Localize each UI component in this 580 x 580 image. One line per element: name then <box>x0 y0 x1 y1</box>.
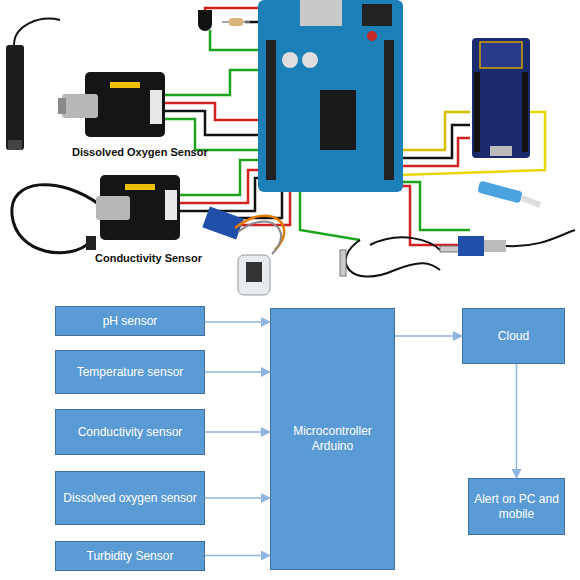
illustration-part <box>302 52 318 68</box>
part-label: Conductivity Sensor <box>95 252 202 264</box>
illustration-part <box>480 42 522 68</box>
turbidity-module <box>202 207 284 295</box>
text-wrap: Turbidity Sensor <box>83 547 178 566</box>
sensor-box: Temperature sensor <box>55 350 205 394</box>
process-box: Microcontroller Arduino <box>270 308 395 570</box>
illustration-part <box>266 40 276 180</box>
box-label: Alert on PC and mobile <box>469 490 564 524</box>
temperature-chip <box>198 10 212 31</box>
illustration-part <box>165 119 272 150</box>
illustration-part <box>14 19 60 45</box>
illustration-part <box>165 70 272 95</box>
illustration-part <box>472 38 530 158</box>
illustration-part <box>370 237 440 250</box>
do-probe <box>6 19 60 150</box>
ph-module <box>458 181 575 256</box>
illustration-part <box>125 184 155 190</box>
arrow-connector <box>205 497 270 499</box>
illustration-part <box>202 207 243 240</box>
nodemcu-board <box>472 38 530 158</box>
illustration-part <box>62 94 98 118</box>
illustration-part <box>165 190 177 220</box>
box-label: Temperature sensor <box>73 363 188 382</box>
wires <box>165 0 545 245</box>
illustration-part <box>477 181 523 204</box>
box-label: pH sensor <box>99 312 162 331</box>
illustration-part <box>367 31 377 41</box>
illustration-part <box>6 45 24 150</box>
illustration-part <box>238 190 282 218</box>
illustration-part <box>210 30 262 50</box>
conductivity-board <box>96 175 180 240</box>
do-board <box>58 72 165 137</box>
sensor-box: pH sensor <box>55 306 205 336</box>
text-wrap: pH sensor <box>99 312 162 331</box>
illustration-part <box>400 112 470 150</box>
illustration-part <box>235 216 284 250</box>
sensor-box: Dissolved oxygen sensor <box>55 471 205 525</box>
process-box: Cloud <box>462 308 565 364</box>
illustration-part <box>58 98 66 114</box>
process-box: Alert on PC and mobile <box>468 478 565 535</box>
illustration-part <box>300 190 360 240</box>
illustration-part <box>96 196 130 220</box>
temperature-probes <box>340 237 464 276</box>
illustration-part <box>258 0 403 192</box>
part-label: Dissolved Oxygen Sensor <box>72 146 208 158</box>
illustration-part <box>506 230 575 246</box>
illustration-part <box>86 236 96 250</box>
illustration-part <box>400 125 470 158</box>
box-label: Conductivity sensor <box>74 423 187 442</box>
illustration-part <box>522 72 528 152</box>
illustration-part <box>300 0 342 26</box>
arrow-connector <box>516 364 518 478</box>
arrow-connector <box>395 335 462 337</box>
sensor-box: Turbidity Sensor <box>55 541 205 571</box>
arrow-connector <box>205 431 270 433</box>
illustration-part <box>490 146 512 156</box>
text-wrap: Conductivity sensor <box>74 423 187 442</box>
box-label: Microcontroller Arduino <box>271 422 394 456</box>
illustration-part <box>8 140 22 150</box>
sensor-box: Conductivity sensor <box>55 409 205 455</box>
illustration-part <box>458 236 484 256</box>
text-wrap: Temperature sensor <box>73 363 188 382</box>
illustration-part <box>522 198 540 205</box>
arduino-board <box>258 0 403 192</box>
illustration-part <box>229 18 243 26</box>
box-label: Dissolved oxygen sensor <box>59 489 200 508</box>
illustration-part <box>165 111 272 135</box>
illustration-part <box>238 222 281 254</box>
illustration-part <box>12 185 100 253</box>
box-label: Cloud <box>494 327 533 346</box>
arrow-connector <box>205 321 270 323</box>
illustration-part <box>400 138 470 166</box>
text-wrap: Alert on PC and mobile <box>469 490 564 524</box>
illustration-part <box>198 10 212 31</box>
illustration-part <box>238 255 270 295</box>
illustration-part <box>150 90 162 124</box>
text-wrap: Cloud <box>494 327 533 346</box>
illustration-part <box>384 40 394 180</box>
illustration-part <box>110 82 140 88</box>
conductivity-probe <box>12 185 100 253</box>
illustration-part <box>320 90 356 150</box>
illustration-part <box>484 240 506 252</box>
illustration-part <box>246 262 262 282</box>
illustration-part <box>346 240 440 277</box>
text-wrap: Microcontroller Arduino <box>271 422 394 456</box>
arrow-connector <box>205 371 270 373</box>
text-wrap: Dissolved oxygen sensor <box>59 489 200 508</box>
illustration-part <box>474 72 480 152</box>
arrow-connector <box>205 555 270 557</box>
illustration-part <box>340 250 346 276</box>
box-label: Turbidity Sensor <box>83 547 178 566</box>
resistor-symbol <box>222 18 250 26</box>
illustration-part <box>282 52 298 68</box>
illustration-part <box>362 4 392 26</box>
